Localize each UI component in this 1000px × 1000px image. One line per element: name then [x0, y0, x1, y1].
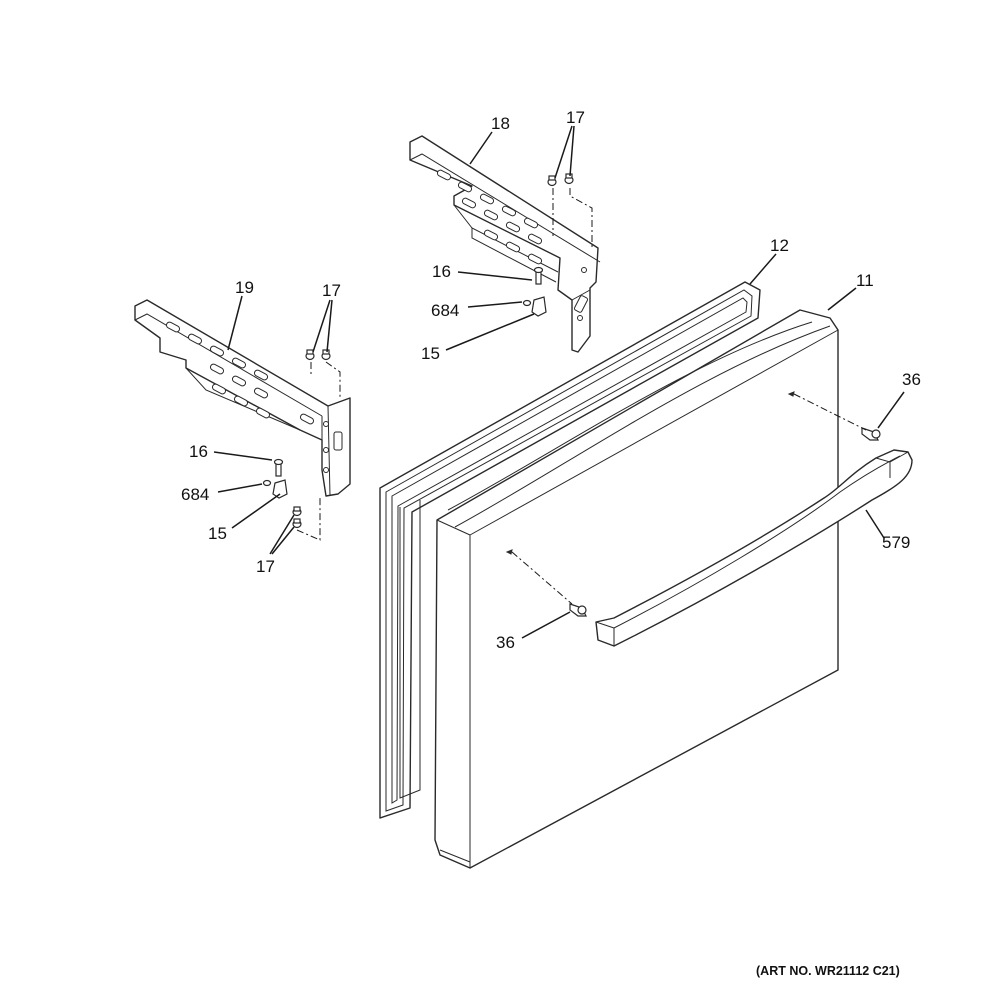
door-panel — [434, 309, 839, 869]
top-screws — [547, 173, 574, 187]
callout-17-top: 17 — [566, 108, 585, 127]
callout-16-top: 16 — [432, 262, 451, 281]
door-handle — [595, 449, 913, 647]
callout-36-left: 36 — [496, 633, 515, 652]
handle-screw-right — [861, 427, 881, 441]
bottom-screws — [292, 506, 302, 529]
art-number: (ART NO. WR21112 C21) — [756, 964, 900, 978]
left-hinge-pin-set — [262, 458, 288, 499]
top-hinge-pin-set — [522, 266, 547, 317]
handle-screw-left — [569, 603, 587, 617]
left-screws — [305, 349, 331, 361]
callout-684-left: 684 — [181, 485, 209, 504]
upper-right-bracket — [409, 135, 601, 353]
assembly-lines — [296, 188, 867, 605]
callout-12: 12 — [770, 236, 789, 255]
callout-18: 18 — [491, 114, 510, 133]
callout-15-top: 15 — [421, 344, 440, 363]
door-gasket — [379, 281, 761, 819]
callout-19: 19 — [235, 278, 254, 297]
callout-579: 579 — [882, 533, 910, 552]
callout-16-left: 16 — [189, 442, 208, 461]
callout-15-left: 15 — [208, 524, 227, 543]
leader-lines — [213, 125, 905, 639]
callout-36-right: 36 — [902, 370, 921, 389]
callout-684-top: 684 — [431, 301, 459, 320]
upper-left-bracket — [134, 299, 351, 497]
callout-17-left: 17 — [322, 281, 341, 300]
callout-11: 11 — [856, 271, 874, 290]
callout-17-bottom: 17 — [256, 557, 275, 576]
callout-labels: 18 17 12 11 16 684 15 19 17 36 16 684 15… — [181, 108, 921, 652]
